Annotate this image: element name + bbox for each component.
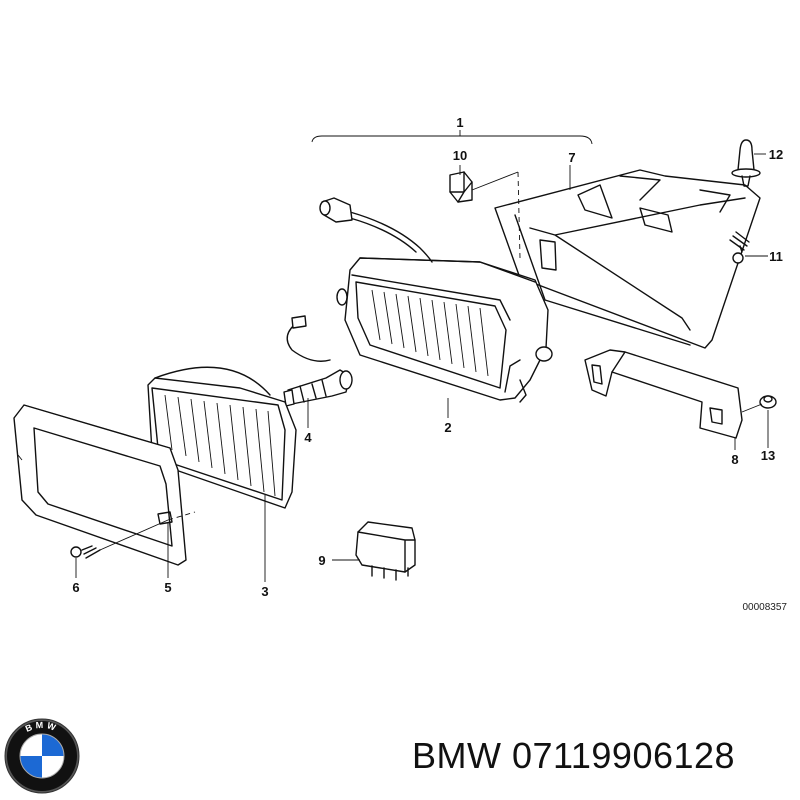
bulb-part-4 xyxy=(283,315,353,407)
diagram-reference-code: 00008357 xyxy=(743,602,788,613)
part-number-caption: BMW 07119906128 xyxy=(412,735,736,776)
assembly-bracket-1 xyxy=(311,135,593,145)
part-label-5: 5 xyxy=(164,580,171,595)
part-label-6: 6 xyxy=(72,580,79,595)
screw-part-6 xyxy=(70,545,101,559)
part-label-12: 12 xyxy=(769,147,783,162)
logo-lettering: BMW xyxy=(24,720,60,734)
part-label-9: 9 xyxy=(318,553,325,568)
part-label-7: 7 xyxy=(568,150,575,165)
push-rivet-part-12 xyxy=(731,139,761,187)
clip-part-10 xyxy=(449,171,473,203)
part-label-1: 1 xyxy=(456,115,463,130)
part-label-4: 4 xyxy=(304,430,312,445)
power-cable xyxy=(319,197,433,263)
part-label-8: 8 xyxy=(731,452,738,467)
nut-part-13 xyxy=(759,395,777,409)
part-label-10: 10 xyxy=(453,148,467,163)
screw-part-11 xyxy=(729,231,750,264)
part-label-2: 2 xyxy=(444,420,451,435)
fog-light-housing-part-2 xyxy=(336,257,553,403)
relay-part-9 xyxy=(355,521,416,581)
part-label-11: 11 xyxy=(769,249,783,264)
bmw-roundel-icon: BMW xyxy=(4,718,80,794)
leader-lines xyxy=(75,130,769,582)
part-label-13: 13 xyxy=(761,448,775,463)
small-bracket-part-8 xyxy=(584,349,743,439)
part-label-3: 3 xyxy=(261,584,268,599)
part-number-labels: 1 2 3 4 5 6 7 8 9 10 11 12 13 00008357 xyxy=(72,115,787,613)
mounting-bracket-part-7 xyxy=(494,169,761,349)
frame-part-5 xyxy=(13,404,187,566)
